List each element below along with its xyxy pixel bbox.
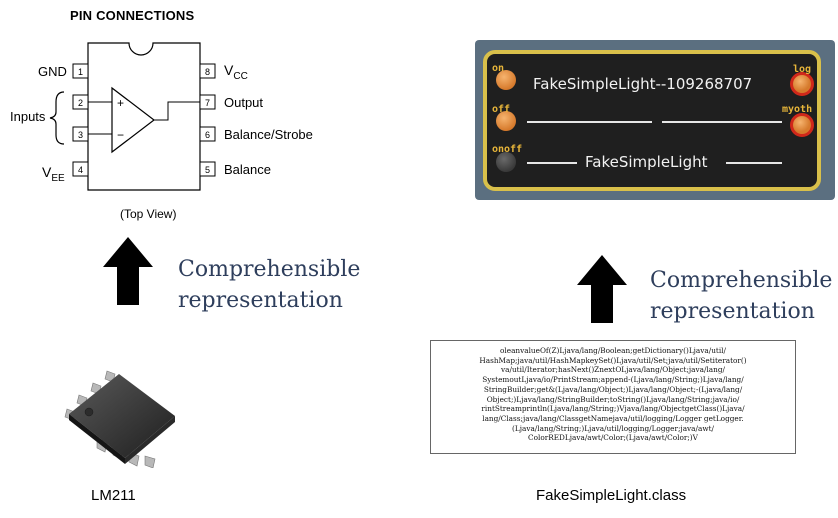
log-label: log bbox=[793, 64, 812, 75]
divider-line bbox=[726, 162, 782, 164]
pin-label-balance-strobe: Balance/Strobe bbox=[224, 127, 313, 142]
pin-label-gnd: GND bbox=[38, 64, 67, 79]
divider-line bbox=[662, 121, 782, 123]
on-label: on bbox=[492, 63, 505, 74]
pin-label-output: Output bbox=[224, 95, 263, 110]
right-caption-line1: Comprehensible bbox=[650, 268, 833, 293]
left-caption-line2: representation bbox=[178, 288, 343, 313]
pin-connections-title: PIN CONNECTIONS bbox=[70, 8, 195, 23]
bytecode-line: oleanvalueOf(Z)Ljava/lang/Boolean;getDic… bbox=[500, 346, 726, 355]
top-view-caption: (Top View) bbox=[120, 207, 177, 221]
pin-box-4 bbox=[72, 161, 89, 177]
bytecode-dump: oleanvalueOf(Z)Ljava/lang/Boolean;getDic… bbox=[430, 340, 796, 454]
off-label: off bbox=[492, 104, 511, 115]
divider-line bbox=[527, 121, 652, 123]
bytecode-line: HashMap;java/util/HashMapkeySet()Ljava/u… bbox=[479, 355, 747, 365]
bytecode-line: SystemoutLjava/io/PrintStream;append-(Lj… bbox=[482, 375, 744, 385]
pin-number-1: 1 bbox=[78, 67, 83, 77]
bytecode-line: lang/Class;java/lang/ClassgetNamejava/ut… bbox=[482, 413, 744, 423]
lm211-chip-image bbox=[64, 370, 175, 468]
pin-number-7: 7 bbox=[205, 98, 210, 108]
pin-box-5 bbox=[199, 161, 216, 177]
plus-sign: + bbox=[117, 96, 124, 110]
pin-diagram: 1 2 3 4 8 7 6 5 + − GND Inputs VEE VCC O… bbox=[10, 42, 313, 191]
off-button[interactable] bbox=[496, 111, 516, 131]
up-arrow-icon bbox=[103, 237, 153, 305]
log-button[interactable] bbox=[790, 72, 814, 96]
pin-box-6 bbox=[199, 126, 216, 142]
up-arrow-icon bbox=[577, 255, 627, 323]
pin-box-1 bbox=[72, 63, 89, 79]
onoff-label: onoff bbox=[492, 144, 523, 155]
class-file-label: FakeSimpleLight.class bbox=[536, 487, 687, 504]
pin-number-4: 4 bbox=[78, 165, 83, 175]
right-caption: Comprehensible representation bbox=[650, 265, 832, 327]
pin-label-balance: Balance bbox=[224, 162, 271, 177]
pin-number-8: 8 bbox=[205, 67, 210, 77]
bytecode-line: va/util/Iterator;hasNext()ZnextOLjava/la… bbox=[501, 365, 725, 375]
pin-label-vee: VEE bbox=[42, 164, 65, 184]
pin-number-3: 3 bbox=[78, 130, 83, 140]
on-button[interactable] bbox=[496, 70, 516, 90]
left-caption: Comprehensible representation bbox=[178, 254, 360, 316]
fake-simple-light-widget: on off onoff log myoth FakeSimpleLight--… bbox=[483, 50, 821, 191]
lm211-label: LM211 bbox=[91, 487, 136, 504]
bytecode-line: (Ljava/lang/String;)Ljava/util/logging/L… bbox=[512, 423, 714, 433]
left-caption-line1: Comprehensible bbox=[178, 257, 361, 282]
inputs-brace bbox=[49, 91, 65, 145]
pin-number-5: 5 bbox=[205, 165, 210, 175]
pin-label-vcc: VCC bbox=[224, 62, 248, 82]
bytecode-line: StringBuilder;get&(Ljava/lang/Object;)Lj… bbox=[483, 384, 743, 394]
op-amp-symbol bbox=[111, 86, 155, 154]
widget-title: FakeSimpleLight--109268707 bbox=[533, 75, 753, 93]
inputs-label: Inputs bbox=[10, 109, 46, 124]
pin-number-6: 6 bbox=[205, 130, 210, 140]
myoth-label: myoth bbox=[782, 104, 813, 115]
bytecode-line: Object;)Ljava/lang/StringBuilder;toStrin… bbox=[486, 394, 740, 404]
bytecode-line: rintStreamprintln(Ljava/lang/String;)Vja… bbox=[481, 404, 745, 414]
widget-center-label: FakeSimpleLight bbox=[585, 153, 708, 171]
bytecode-line: ColorREDLjava/awt/Color;(Ljava/awt/Color… bbox=[528, 433, 698, 443]
right-caption-line2: representation bbox=[650, 299, 815, 324]
myoth-button[interactable] bbox=[790, 113, 814, 137]
minus-sign: − bbox=[117, 128, 124, 142]
divider-line bbox=[527, 162, 577, 164]
onoff-button[interactable] bbox=[496, 152, 516, 172]
pin-box-8 bbox=[199, 63, 216, 79]
pin-number-2: 2 bbox=[78, 98, 83, 108]
